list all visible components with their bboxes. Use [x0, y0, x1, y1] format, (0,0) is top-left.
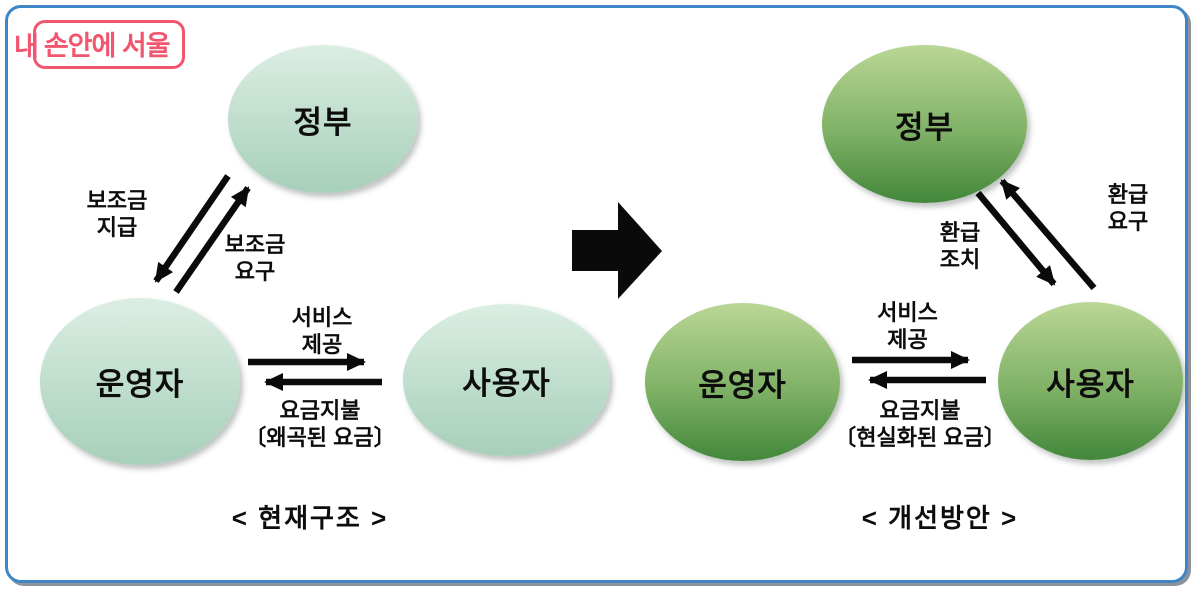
- right-refund-arrows: [975, 178, 1097, 291]
- right-government-label: 정부: [894, 109, 955, 145]
- left-fare-payment-label: 요금지불 〔왜곡된 요금〕: [244, 398, 396, 450]
- left-caption: < 현재구조 >: [231, 503, 389, 533]
- transition-arrow-icon: [572, 202, 662, 299]
- right-user-label: 사용자: [1046, 366, 1135, 402]
- right-government-node: 정부: [822, 45, 1027, 203]
- right-service-fare-arrows: [852, 351, 986, 389]
- left-service-fare-arrows: [248, 353, 382, 391]
- right-fare-payment-label: 요금지불 〔현실화된 요금〕: [834, 398, 1006, 450]
- site-logo: 내 손안에 서울: [14, 20, 185, 69]
- right-operator-node: 운영자: [645, 303, 840, 461]
- right-service-provision-label: 서비스 제공: [877, 300, 938, 352]
- left-government-node: 정부: [228, 45, 418, 193]
- logo-boxed-text: 손안에 서울: [32, 20, 185, 69]
- left-operator-node: 운영자: [40, 298, 240, 465]
- left-subsidy-arrows: [153, 174, 251, 294]
- right-refund-action-label: 환급 조치: [939, 220, 981, 272]
- left-subsidy-payment-label: 보조금 지급: [86, 188, 148, 240]
- left-service-provision-label: 서비스 제공: [291, 305, 353, 357]
- left-user-label: 사용자: [462, 365, 551, 401]
- left-subsidy-request-label: 보조금 요구: [224, 232, 286, 284]
- left-operator-label: 운영자: [95, 367, 185, 402]
- right-operator-label: 운영자: [698, 367, 787, 403]
- left-user-node: 사용자: [403, 304, 610, 456]
- right-user-node: 사용자: [998, 302, 1183, 460]
- left-government-label: 정부: [293, 104, 353, 140]
- right-caption: < 개선방안 >: [861, 503, 1019, 533]
- right-refund-request-label: 환급 요구: [1107, 182, 1149, 234]
